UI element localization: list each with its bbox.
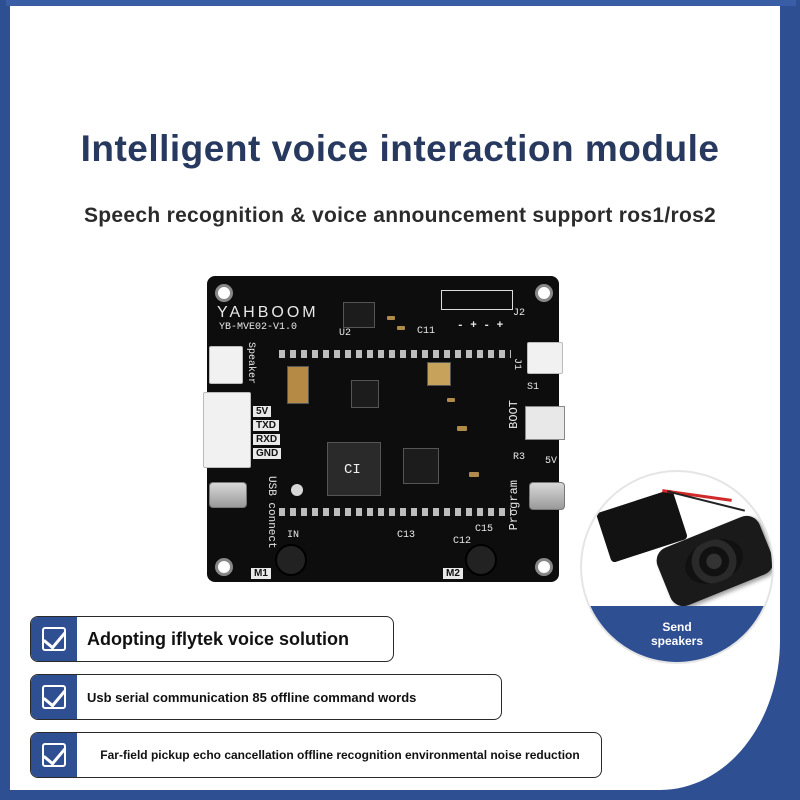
smd-capacitor bbox=[457, 426, 467, 431]
pin-txd-label: TXD bbox=[253, 420, 279, 431]
feature-row-2: Usb serial communication 85 offline comm… bbox=[30, 674, 502, 720]
top-pin-header bbox=[279, 350, 511, 358]
speaker-photo: Send speakers bbox=[580, 470, 774, 664]
j2-polarity-label: - + - + bbox=[457, 320, 504, 332]
speaker-connector bbox=[209, 346, 243, 384]
checkbox-icon bbox=[31, 617, 77, 661]
mounting-hole bbox=[215, 558, 233, 576]
usb-connect-label: USB connect bbox=[265, 476, 277, 549]
chip-logo: CI bbox=[344, 462, 361, 478]
c13-label: C13 bbox=[397, 530, 416, 541]
photo-caption: Send speakers bbox=[582, 620, 772, 648]
speaker-grille bbox=[678, 530, 750, 593]
pin-gnd-label: GND bbox=[253, 448, 282, 459]
mounting-hole bbox=[215, 284, 233, 302]
usb-c-port bbox=[209, 482, 247, 508]
checkbox-icon bbox=[31, 733, 77, 777]
j2-label: J2 bbox=[513, 308, 526, 319]
test-pad bbox=[291, 484, 303, 496]
u2-label: U2 bbox=[339, 328, 352, 339]
j1-connector bbox=[527, 342, 563, 374]
smd-capacitor bbox=[447, 398, 455, 402]
feature-row-3: Far-field pickup echo cancellation offli… bbox=[30, 732, 602, 778]
feature-label-3: Far-field pickup echo cancellation offli… bbox=[100, 747, 580, 762]
caption-line-1: Send bbox=[662, 620, 692, 634]
u2-chip bbox=[343, 302, 375, 328]
boot-label: BOOT bbox=[507, 400, 521, 429]
c12-label: C12 bbox=[453, 536, 472, 547]
pin-in-label: IN bbox=[287, 530, 300, 541]
m2-label: M2 bbox=[443, 568, 463, 579]
top-band bbox=[6, 0, 796, 6]
m1-label: M1 bbox=[251, 568, 271, 579]
board-brand: YAHBOOM bbox=[217, 304, 319, 321]
caption-line-2: speakers bbox=[650, 634, 704, 648]
smd-resistor bbox=[387, 316, 395, 320]
j1-label: J1 bbox=[511, 358, 522, 371]
program-label: Program bbox=[507, 480, 521, 531]
feature-label-2: Usb serial communication 85 offline comm… bbox=[87, 689, 417, 705]
board-model: YB-MVE02-V1.0 bbox=[219, 322, 298, 333]
inductor-component bbox=[427, 362, 451, 386]
page-subtitle: Speech recognition & voice announcement … bbox=[83, 204, 717, 227]
smd-capacitor bbox=[469, 472, 479, 477]
pin-5v-right-label: 5V bbox=[545, 456, 558, 467]
voice-module-board: YAHBOOM YB-MVE02-V1.0 Speaker 5V TXD RXD… bbox=[203, 276, 565, 582]
j2-outline bbox=[441, 290, 513, 310]
boot-button[interactable] bbox=[525, 406, 565, 440]
s1-label: S1 bbox=[527, 382, 540, 393]
pin-5v-label: 5V bbox=[253, 406, 272, 417]
program-usb-port bbox=[529, 482, 565, 510]
checkbox-icon bbox=[31, 675, 77, 719]
bottom-pin-header bbox=[279, 508, 511, 516]
pin-rxd-label: RXD bbox=[253, 434, 281, 445]
codec-chip bbox=[403, 448, 439, 484]
r3-label: R3 bbox=[513, 452, 526, 463]
mounting-hole bbox=[535, 284, 553, 302]
uart-connector bbox=[203, 392, 251, 468]
photo-caption-band bbox=[582, 606, 772, 662]
main-processor-chip bbox=[327, 442, 381, 496]
mounting-hole bbox=[535, 558, 553, 576]
c11-label: C11 bbox=[417, 326, 436, 337]
speaker-label: Speaker bbox=[245, 342, 256, 385]
feature-row-1: Adopting iflytek voice solution bbox=[30, 616, 394, 662]
page-title: Intelligent voice interaction module bbox=[80, 128, 720, 169]
regulator-chip bbox=[351, 380, 379, 408]
c15-label: C15 bbox=[475, 524, 494, 535]
crystal-component bbox=[287, 366, 309, 404]
smd-resistor bbox=[397, 326, 405, 330]
feature-label-1: Adopting iflytek voice solution bbox=[87, 628, 350, 649]
microphone-m1 bbox=[275, 544, 307, 576]
microphone-m2 bbox=[465, 544, 497, 576]
